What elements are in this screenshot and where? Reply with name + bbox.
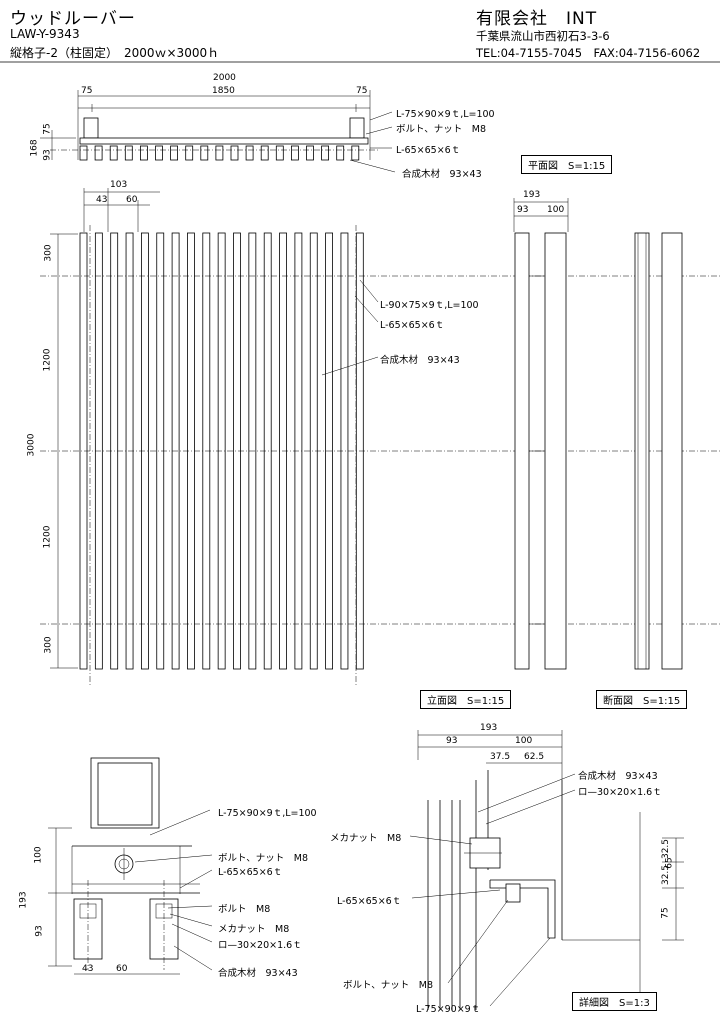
elev-dim-w60: 60 [126, 195, 138, 205]
bl-dim-93: 93 [34, 925, 45, 937]
plan-dim-mid: 1850 [212, 86, 235, 96]
plan-note-angle: L-75×90×9ｔ,L=100 [396, 109, 495, 120]
company-name: 有限会社 INT [476, 9, 598, 29]
section-view-label: 断面図 S=1:15 [596, 690, 688, 709]
plan-slat [260, 145, 269, 161]
plan-slat [275, 145, 284, 161]
plan-dim-h168: 168 [29, 139, 40, 157]
bl-note-angle: L-75×90×9ｔ,L=100 [218, 808, 317, 819]
det-dim-32-5b: 32.5 [661, 864, 672, 886]
bl-dim-60: 60 [116, 964, 128, 974]
det-dim-193: 193 [480, 723, 498, 733]
det-note-angle: L-75×90×9ｔ [416, 1004, 481, 1015]
plan-slat [79, 145, 88, 161]
elev-note-angle: L-90×75×9ｔ,L=100 [380, 300, 479, 311]
side-dim-193: 193 [523, 190, 541, 200]
elevation-view-label: 立面図 S=1:15 [420, 690, 512, 709]
det-note-pipe: ロ—30×20×1.6ｔ [578, 787, 662, 798]
plan-dim-h93: 93 [42, 149, 53, 161]
plan-slat [290, 145, 299, 161]
det-note-mecha-nut: メカナット M8 [330, 833, 402, 844]
bl-note-angle-small: L-65×65×6ｔ [218, 867, 283, 878]
det-dim-93: 93 [446, 736, 458, 746]
bl-note-bolt: ボルト M8 [218, 904, 271, 915]
bl-note-bolt-nut: ボルト、ナット M8 [218, 853, 309, 864]
plan-slat [321, 145, 330, 161]
det-note-bolt-nut: ボルト、ナット M8 [343, 980, 434, 991]
plan-note-angle-small: L-65×65×6ｔ [396, 145, 461, 156]
elev-dim-pitch: 103 [110, 180, 128, 190]
det-note-wood: 合成木材 93×43 [578, 771, 658, 782]
plan-dim-left: 75 [81, 86, 93, 96]
company-contact: TEL:04-7155-7045 FAX:04-7156-6062 [476, 46, 701, 60]
plan-dim-total: 2000 [213, 73, 236, 83]
plan-slat [109, 145, 118, 161]
model-code: LAW-Y-9343 [10, 27, 80, 41]
det-dim-100: 100 [515, 736, 533, 746]
detail-view-label: 詳細図 S=1:3 [572, 992, 657, 1011]
elev-dim-v300b: 300 [43, 636, 54, 654]
bl-dim-100: 100 [33, 846, 44, 864]
det-dim-37-5: 37.5 [490, 752, 511, 762]
plan-dim-right: 75 [356, 86, 368, 96]
side-dim-93: 93 [517, 205, 529, 215]
det-dim-75: 75 [660, 907, 671, 919]
plan-slat [200, 145, 209, 161]
bl-dim-193: 193 [18, 891, 29, 909]
elev-note-wood: 合成木材 93×43 [380, 355, 460, 366]
elev-dim-v1200b: 1200 [42, 525, 53, 549]
plan-slat [245, 145, 254, 161]
det-dim-62-5: 62.5 [524, 752, 545, 762]
plan-slat [94, 145, 103, 161]
bl-dim-43: 43 [82, 964, 94, 974]
plan-slat [139, 145, 148, 161]
elev-dim-v300a: 300 [43, 244, 54, 262]
det-dim-32-5a: 32.5 [661, 838, 672, 860]
company-address: 千葉県流山市西初石3-3-6 [476, 29, 610, 43]
side-dim-100: 100 [547, 205, 565, 215]
plan-slat [124, 145, 133, 161]
elev-note-angle-small: L-65×65×6ｔ [380, 320, 445, 331]
product-description: 縦格子-2（柱固定） 2000ｗ×3000ｈ [10, 46, 220, 60]
plan-view-label: 平面図 S=1:15 [521, 155, 613, 174]
plan-slat [185, 145, 194, 161]
product-name: ウッドルーバー [10, 9, 136, 29]
plan-slat [306, 145, 314, 161]
plan-note-bolt: ボルト、ナット M8 [396, 124, 487, 135]
bl-note-mecha-nut: メカナット M8 [218, 924, 290, 935]
elev-dim-w43: 43 [96, 195, 108, 205]
plan-slat [351, 145, 360, 161]
bl-note-wood: 合成木材 93×43 [218, 968, 298, 979]
elev-dim-v3000: 3000 [26, 433, 37, 457]
plan-slat [215, 145, 224, 161]
plan-slat [155, 145, 163, 161]
plan-slat [336, 145, 345, 161]
plan-slat [230, 145, 239, 161]
det-note-angle-small: L-65×65×6ｔ [337, 896, 402, 907]
plan-note-wood: 合成木材 93×43 [402, 169, 482, 180]
plan-slat [170, 145, 179, 161]
bl-note-pipe: ロ—30×20×1.6ｔ [218, 940, 302, 951]
plan-dim-h75: 75 [42, 123, 53, 135]
elev-dim-v1200a: 1200 [42, 348, 53, 372]
